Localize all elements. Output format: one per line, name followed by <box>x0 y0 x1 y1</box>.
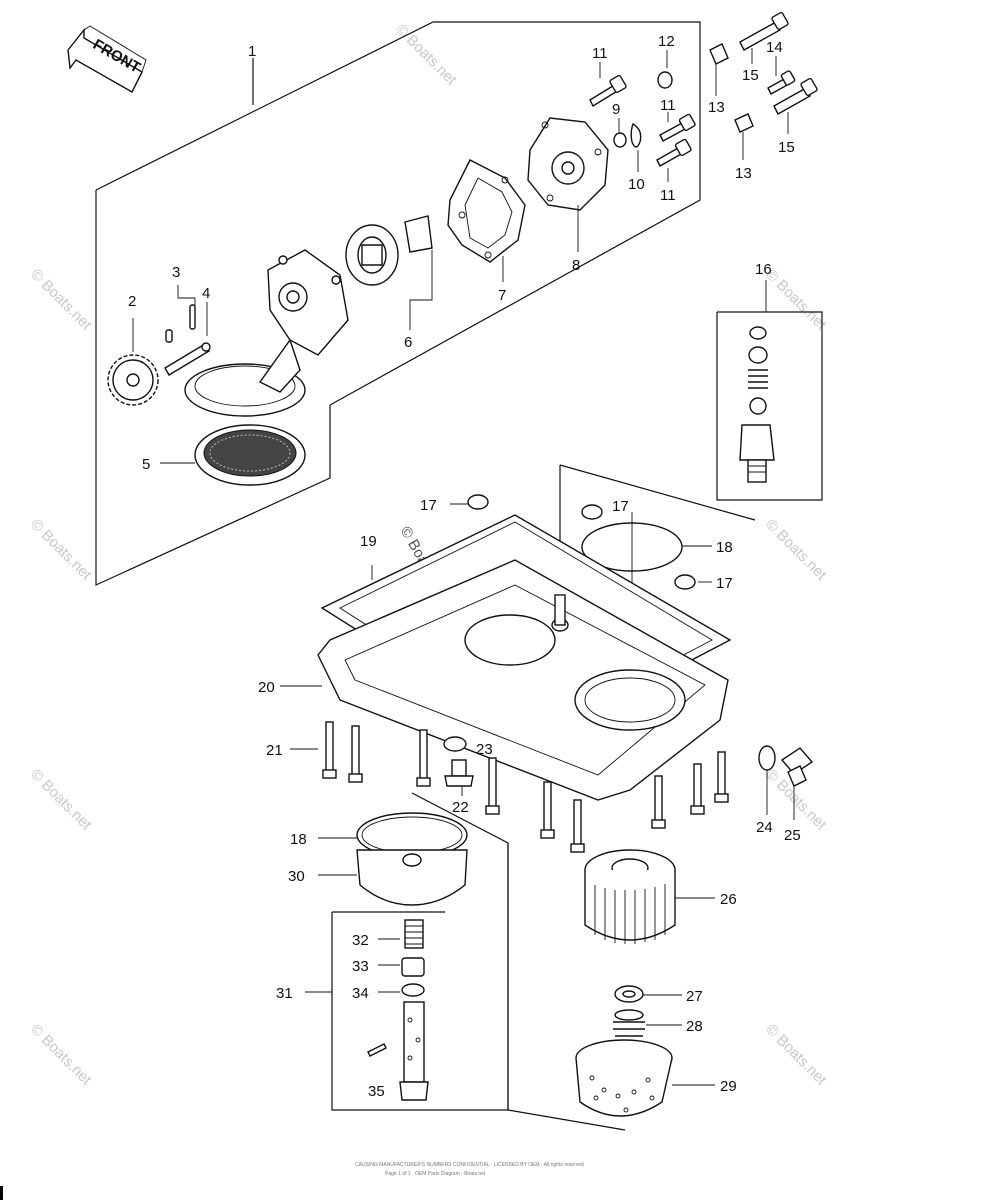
filter-cover-group <box>318 812 468 906</box>
oil-pump-body <box>184 249 349 417</box>
watermark: © Boats.net <box>762 266 830 334</box>
callout-35: 35 <box>368 1083 385 1100</box>
watermark: © Boats.net <box>27 266 95 334</box>
watermark-layer: © Boats.net © Boats.net © Boats.net © Bo… <box>27 21 830 1089</box>
watermark: © Boats.net <box>27 516 95 584</box>
callout-18b: 18 <box>290 831 307 848</box>
callout-32: 32 <box>352 932 369 949</box>
oil-strainer-screen <box>160 424 306 486</box>
callout-28: 28 <box>686 1018 703 1035</box>
watermark: © Boats.net <box>27 766 95 834</box>
page-edge-mark <box>0 1186 3 1200</box>
callout-15a: 15 <box>742 67 759 84</box>
oil-pan <box>280 559 729 801</box>
oil-pump-sprocket <box>107 318 159 406</box>
callout-11c: 11 <box>660 187 676 204</box>
callout-17c: 17 <box>716 575 733 592</box>
callout-7: 7 <box>498 287 506 304</box>
oil-pan-bolts <box>290 721 729 853</box>
callout-14: 14 <box>766 39 783 56</box>
callout-29: 29 <box>720 1078 737 1095</box>
callout-9: 9 <box>612 101 620 118</box>
footer: CAUSING MANUFACTURER'S NUMBERS CONFIDENT… <box>355 1162 584 1177</box>
union-bolt-and-washer <box>443 736 474 796</box>
relief-valve-assembly <box>716 280 823 501</box>
callout-4: 4 <box>202 285 210 302</box>
callout-26: 26 <box>720 891 737 908</box>
callout-24: 24 <box>756 819 773 836</box>
watermark: © Boats.net <box>762 516 830 584</box>
callout-20: 20 <box>258 679 275 696</box>
callout-18a: 18 <box>716 539 733 556</box>
callout-2: 2 <box>128 293 136 310</box>
callout-1: 1 <box>248 43 256 60</box>
callout-22: 22 <box>452 799 469 816</box>
callout-17b: 17 <box>612 498 629 515</box>
callout-5: 5 <box>142 456 150 473</box>
callout-31: 31 <box>276 985 293 1002</box>
callout-11a: 11 <box>592 45 608 62</box>
washers-9-10 <box>613 118 642 172</box>
callout-30: 30 <box>288 868 305 885</box>
watermark: © Boats.net <box>762 1021 830 1089</box>
callout-11b: 11 <box>660 97 676 114</box>
callout-34: 34 <box>352 985 369 1002</box>
callout-6: 6 <box>404 334 412 351</box>
callout-10: 10 <box>628 176 645 193</box>
pump-cover <box>527 117 609 252</box>
bushings-and-bolts <box>709 11 818 160</box>
callout-21: 21 <box>266 742 283 759</box>
footer-line-2: Page 1 of 1 · OEM Parts Diagram · Boats.… <box>385 1171 486 1177</box>
pump-cover-gasket <box>447 159 526 282</box>
callout-13a: 13 <box>708 99 725 116</box>
pump-bolts <box>589 62 696 182</box>
callout-25: 25 <box>784 827 801 844</box>
collar-12 <box>657 50 673 89</box>
callout-17a: 17 <box>420 497 437 514</box>
oil-filter-element <box>584 849 715 944</box>
filter-spring-and-holder <box>507 843 715 1131</box>
pump-rotors <box>345 215 433 330</box>
callout-labels: 1 2 3 4 5 6 7 8 9 10 11 11 11 12 13 13 1… <box>128 33 801 1100</box>
callout-12: 12 <box>658 33 675 50</box>
footer-line-1: CAUSING MANUFACTURER'S NUMBERS CONFIDENT… <box>355 1162 584 1168</box>
callout-23: 23 <box>476 741 493 758</box>
callout-16: 16 <box>755 261 772 278</box>
callout-3: 3 <box>172 264 180 281</box>
callout-15b: 15 <box>778 139 795 156</box>
drain-plug-and-gasket <box>758 745 814 820</box>
watermark: © Boats.net <box>27 1021 95 1089</box>
front-arrow-icon: FRONT <box>67 25 147 93</box>
callout-27: 27 <box>686 988 703 1005</box>
callout-13b: 13 <box>735 165 752 182</box>
watermark: © Boats.net <box>392 21 460 89</box>
callout-19: 19 <box>360 533 377 550</box>
callout-8: 8 <box>572 257 580 274</box>
dowel-pins <box>164 285 211 376</box>
oil-pump-assembly-boundary <box>95 21 701 586</box>
callout-33: 33 <box>352 958 369 975</box>
